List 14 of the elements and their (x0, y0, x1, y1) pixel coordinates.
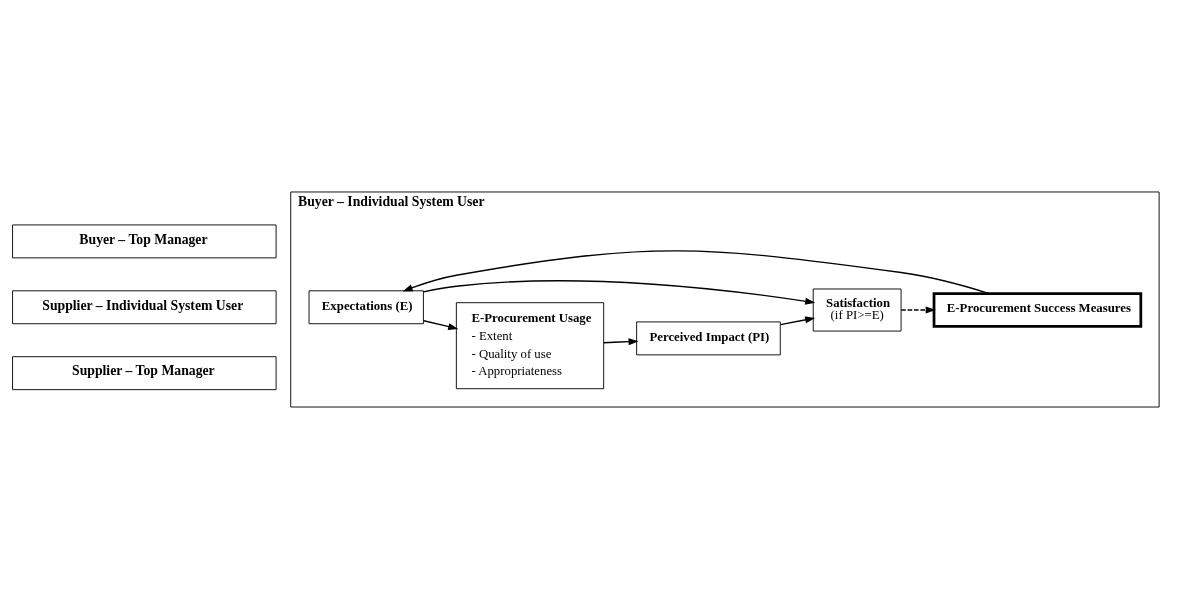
arrow (402, 250, 990, 295)
arrow (603, 338, 639, 346)
arrow (779, 316, 816, 326)
node-box: Expectations (E) (308, 290, 424, 325)
node-box: E-Procurement Usage - Extent - Quality of use - Appropriateness (455, 302, 605, 390)
node-box: Supplier – Top Manager (12, 356, 277, 391)
arrow (423, 320, 459, 330)
node-box: Perceived Impact (PI) (636, 321, 781, 356)
node-box: E-Procurement Success Measures (932, 292, 1143, 328)
arrow (900, 306, 936, 314)
arrow (422, 280, 816, 305)
node-box: Satisfaction (if PI>=E) (812, 288, 902, 332)
node-box: Supplier – Individual System User (12, 290, 277, 325)
node-box: Buyer – Top Manager (12, 224, 277, 259)
